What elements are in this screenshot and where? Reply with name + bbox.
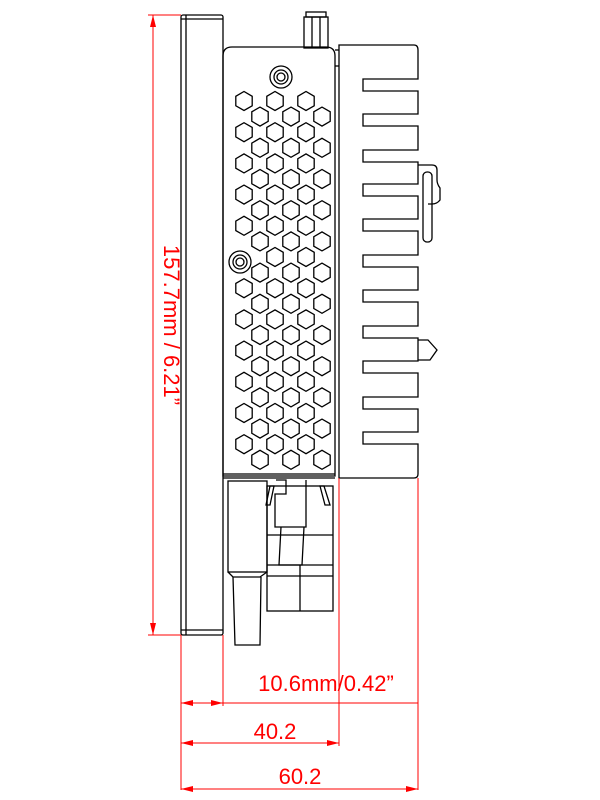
vent-hole — [235, 277, 253, 299]
total-depth-dimension: 60.2 — [181, 764, 418, 792]
vent-hole — [235, 153, 253, 174]
vent-hole — [235, 184, 253, 205]
vent-hole — [235, 215, 253, 237]
vent-hole — [297, 371, 315, 393]
body-depth-label: 40.2 — [254, 719, 297, 744]
vent-hole — [282, 231, 300, 252]
vent-grille — [235, 90, 331, 471]
vent-hole — [266, 402, 284, 424]
vent-hole — [235, 309, 253, 330]
vent-hole — [297, 121, 315, 143]
vent-hole — [251, 324, 269, 346]
vent-hole — [251, 137, 269, 159]
vent-hole — [251, 168, 269, 190]
total-depth-label: 60.2 — [279, 764, 322, 789]
vent-hole — [313, 293, 331, 315]
vent-hole — [297, 433, 315, 455]
vent-hole — [313, 449, 331, 471]
vent-hole — [282, 355, 300, 377]
vent-hole — [251, 387, 269, 408]
vent-hole — [313, 137, 331, 159]
vent-hole — [266, 121, 284, 143]
vent-hole — [266, 184, 284, 205]
vent-hole — [313, 418, 331, 439]
vent-hole — [297, 402, 315, 424]
vent-hole — [266, 433, 284, 455]
vent-hole — [235, 433, 253, 455]
vent-hole — [282, 137, 300, 159]
vent-hole — [282, 168, 300, 190]
vent-hole — [282, 199, 300, 221]
vent-hole — [313, 355, 331, 377]
vent-hole — [313, 106, 331, 127]
vent-hole — [297, 215, 315, 237]
vent-hole — [266, 215, 284, 237]
vent-hole — [282, 418, 300, 439]
vent-hole — [251, 293, 269, 315]
vent-hole — [266, 153, 284, 174]
vent-hole — [251, 106, 269, 127]
mounting-screw-icon — [228, 250, 252, 274]
vent-hole — [266, 371, 284, 393]
din-rail-clip — [418, 164, 441, 361]
heatsink — [338, 44, 419, 479]
vent-hole — [297, 153, 315, 174]
vent-hole — [282, 387, 300, 408]
vent-hole — [313, 324, 331, 346]
vent-hole — [313, 168, 331, 190]
vent-hole — [282, 262, 300, 283]
vent-hole — [313, 262, 331, 283]
front-plate — [180, 14, 224, 636]
vent-hole — [282, 293, 300, 315]
vent-hole — [235, 121, 253, 143]
vent-hole — [235, 340, 253, 361]
vent-hole — [251, 355, 269, 377]
vent-hole — [282, 449, 300, 471]
vent-hole — [297, 246, 315, 268]
bottom-connectors — [227, 479, 334, 646]
front-plate-depth-dimension: 10.6mm/0.42” — [181, 671, 418, 706]
vent-hole — [251, 418, 269, 439]
vent-hole — [266, 90, 284, 112]
front-plate-depth-label: 10.6mm/0.42” — [258, 671, 394, 696]
vent-hole — [282, 324, 300, 346]
vent-hole — [235, 371, 253, 393]
mounting-screw-icon — [269, 65, 293, 89]
main-housing — [222, 46, 339, 479]
vent-hole — [297, 340, 315, 361]
vent-hole — [251, 231, 269, 252]
vent-hole — [297, 184, 315, 205]
vent-hole — [297, 309, 315, 330]
vent-hole — [266, 246, 284, 268]
vent-hole — [282, 106, 300, 127]
vent-hole — [313, 199, 331, 221]
vent-hole — [297, 277, 315, 299]
vent-hole — [235, 402, 253, 424]
vent-hole — [251, 262, 269, 283]
vent-hole — [297, 90, 315, 112]
vent-hole — [251, 199, 269, 221]
vent-hole — [266, 340, 284, 361]
vent-hole — [251, 449, 269, 471]
antenna-connector — [303, 11, 329, 49]
vent-hole — [313, 231, 331, 252]
vent-hole — [313, 387, 331, 408]
height-dimension: 157.7mm / 6.21” — [148, 14, 184, 636]
vent-hole — [266, 309, 284, 330]
body-depth-dimension: 40.2 — [181, 719, 339, 746]
extension-lines — [180, 478, 419, 790]
height-dimension-label: 157.7mm / 6.21” — [159, 245, 184, 405]
vent-hole — [235, 90, 253, 112]
vent-hole — [266, 277, 284, 299]
